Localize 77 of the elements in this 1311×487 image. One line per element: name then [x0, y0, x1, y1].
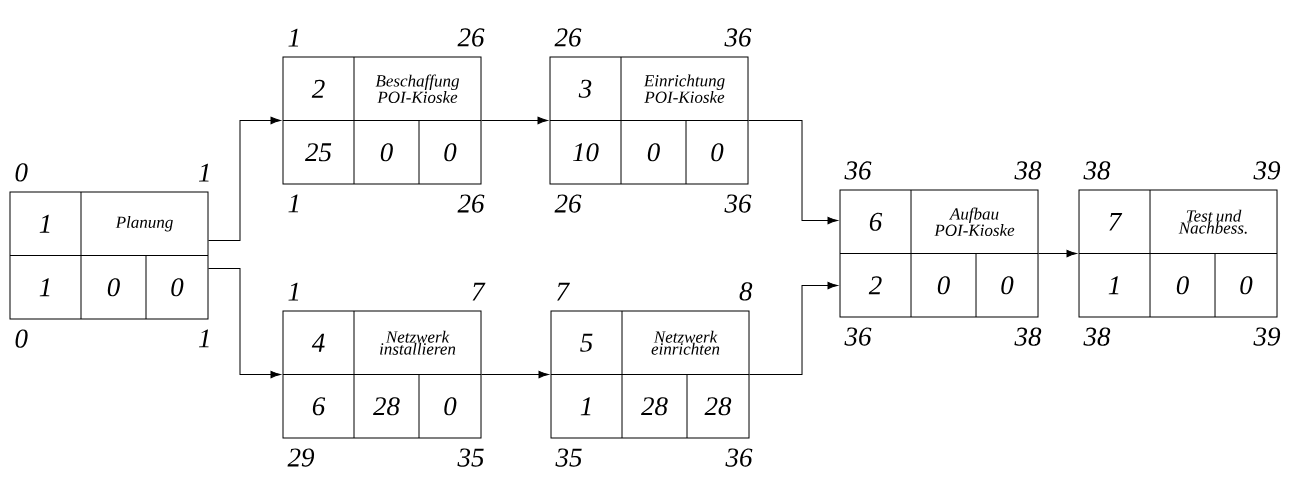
buffer-value: 28 [373, 397, 400, 416]
buffer-value: 0 [171, 278, 184, 297]
activity-number: 3 [578, 79, 592, 98]
time-value: 36 [725, 448, 753, 467]
buffer-value: 28 [704, 397, 732, 416]
buffer-value: 0 [647, 143, 660, 162]
activity-box [549, 56, 749, 185]
activity-number: 4 [311, 333, 325, 352]
arrow [208, 268, 281, 379]
activity-name: Test und Nachbess. [1178, 209, 1247, 234]
time-value: 7 [557, 282, 570, 301]
arrow [208, 116, 281, 241]
arrow [481, 370, 549, 379]
activity-box [9, 191, 209, 320]
buffer-value: 28 [641, 397, 668, 416]
buffer-value: 0 [444, 397, 457, 416]
duration: 1 [39, 278, 50, 297]
time-value: 36 [844, 161, 872, 180]
time-value: 26 [554, 194, 582, 213]
buffer-value: 0 [380, 143, 393, 162]
duration: 1 [1108, 276, 1119, 295]
buffer-value: 0 [711, 143, 724, 162]
activity-box [839, 189, 1039, 318]
duration: 1 [580, 397, 591, 416]
time-value: 38 [1083, 327, 1111, 346]
time-value: 1 [198, 329, 209, 348]
activity-name: Beschaffung POI-Kioske [375, 74, 460, 104]
activity-name: Aufbau POI-Kioske [934, 207, 1015, 237]
duration: 10 [572, 143, 599, 162]
time-value: 1 [288, 28, 299, 47]
time-value: 7 [472, 282, 486, 301]
duration: 6 [312, 397, 326, 416]
arrow [749, 281, 838, 375]
time-value: 8 [739, 282, 753, 301]
arrow [1038, 249, 1077, 258]
activity-box [550, 310, 750, 439]
buffer-value: 0 [1176, 276, 1189, 295]
buffer-value: 0 [107, 278, 120, 297]
time-value: 1 [288, 282, 299, 301]
time-value: 38 [1014, 161, 1042, 180]
time-value: 39 [1253, 161, 1281, 180]
time-value: 1 [288, 194, 299, 213]
time-value: 38 [1014, 327, 1042, 346]
time-value: 35 [555, 448, 582, 467]
activity-name: Einrichtung POI-Kioske [643, 74, 725, 103]
arrow [481, 116, 548, 125]
buffer-value: 0 [444, 143, 457, 162]
buffer-value: 0 [1240, 276, 1253, 295]
duration: 25 [305, 143, 332, 162]
time-value: 1 [198, 163, 209, 182]
activity-name: Netzwerk installieren [380, 330, 456, 355]
time-value: 35 [457, 448, 484, 467]
activity-number: 1 [39, 214, 50, 233]
time-value: 0 [15, 163, 28, 182]
activity-box [282, 310, 482, 439]
activity-name: Netzwerk einrichten [651, 330, 720, 355]
time-value: 29 [287, 448, 315, 467]
time-value: 36 [844, 327, 872, 346]
duration: 2 [868, 276, 882, 295]
time-value: 38 [1083, 161, 1111, 180]
activity-number: 6 [869, 212, 883, 231]
time-value: 39 [1253, 327, 1281, 346]
time-value: 26 [457, 194, 485, 213]
activity-box [1078, 189, 1278, 318]
activity-number: 5 [580, 333, 593, 352]
activity-box [282, 56, 482, 185]
arrow [748, 120, 838, 225]
activity-name: Planung [115, 216, 173, 232]
time-value: 36 [724, 28, 752, 47]
time-value: 36 [724, 194, 752, 213]
time-value: 0 [15, 329, 28, 348]
time-value: 26 [457, 28, 485, 47]
time-value: 26 [554, 28, 582, 47]
activity-number: 7 [1109, 212, 1123, 231]
buffer-value: 0 [937, 276, 950, 295]
activity-number: 2 [311, 79, 325, 98]
buffer-value: 0 [1001, 276, 1014, 295]
